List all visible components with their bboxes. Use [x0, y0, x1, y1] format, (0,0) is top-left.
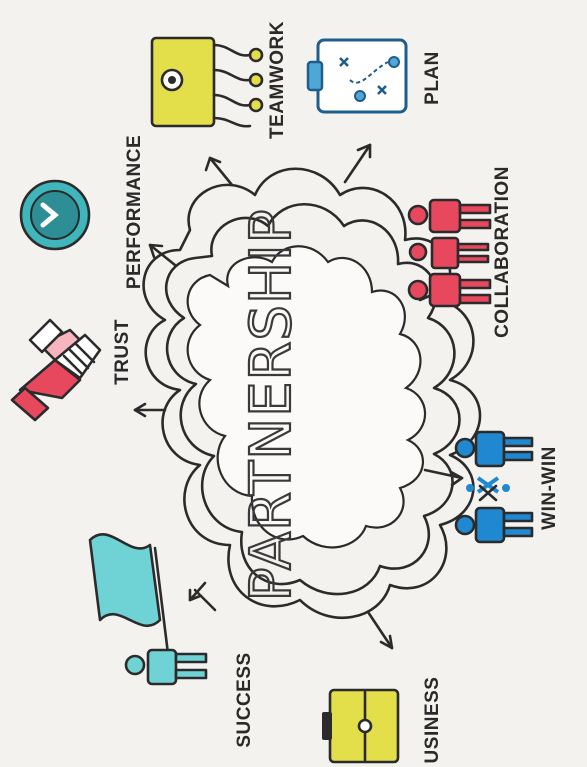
win-win-label: WIN-WIN: [539, 446, 560, 530]
flag-person-icon: [88, 532, 208, 686]
node-win-win: WIN-WIN: [454, 430, 560, 544]
briefcase-icon: [322, 688, 400, 764]
trust-label: TRUST: [112, 319, 133, 385]
plan-label: PLAN: [422, 51, 443, 105]
node-success: SUCCESS: [88, 532, 255, 748]
node-performance: PERFORMANCE: [19, 135, 145, 289]
teamwork-label: TEAMWORK: [267, 21, 288, 139]
teamwork-icon: [150, 36, 264, 128]
success-label: SUCCESS: [234, 652, 255, 747]
collaboration-icon: [407, 198, 492, 308]
business-label: USINESS: [422, 677, 443, 764]
handshake-icon: [10, 318, 102, 422]
node-business: USINESS: [322, 677, 443, 764]
node-teamwork: TEAMWORK: [150, 21, 288, 139]
performance-label: PERFORMANCE: [124, 135, 145, 289]
collaboration-label: COLLABORATION: [492, 166, 513, 338]
central-cloud: [142, 167, 482, 620]
clipboard-plan-icon: [306, 38, 408, 114]
center-title: PARTNERSHIP: [239, 209, 304, 602]
node-plan: PLAN: [306, 38, 443, 114]
win-win-icon: [454, 430, 534, 544]
node-trust: TRUST: [10, 318, 133, 422]
node-collaboration: COLLABORATION: [407, 166, 513, 338]
performance-icon: [19, 179, 91, 251]
